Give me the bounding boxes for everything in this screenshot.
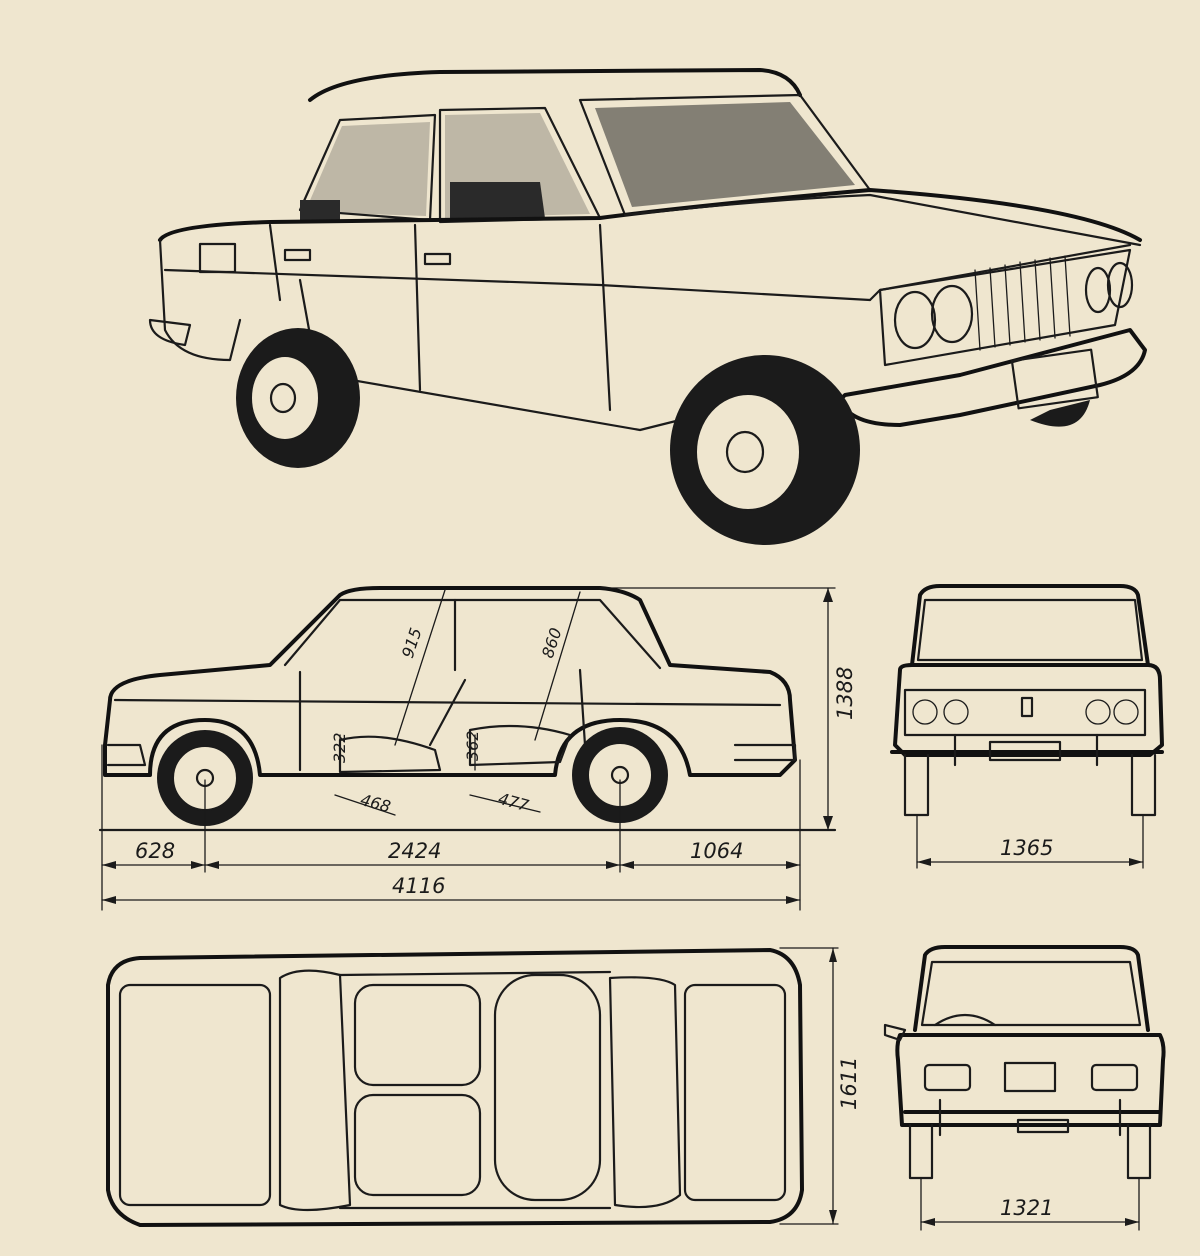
wheelbase-label: 2424 [388,839,441,863]
front-view: 1365 [890,584,1164,869]
front-wheel-perspective [670,355,860,545]
rear-track-label: 1321 [1000,1196,1053,1220]
rear-overhang-label: 1064 [690,839,743,863]
front-track-label: 1365 [1000,836,1053,860]
side-view: 915 860 322 362 468 477 1388 628 2424 [98,586,857,911]
front-seat-height-label: 322 [330,732,349,763]
front-headroom-arrow [394,589,446,746]
height-label: 1388 [833,667,857,720]
top-view: 1611 [106,947,861,1227]
rear-view: 1321 [883,945,1166,1231]
front-overhang-label: 628 [135,839,175,863]
rear-wheel-side [157,730,253,826]
overall-length-label: 4116 [392,874,445,898]
rear-wheel-perspective [236,328,360,468]
perspective-view [148,68,1147,545]
rear-seat-height-label: 362 [463,730,482,761]
rear-headroom-arrow [534,591,581,741]
overall-width-label: 1611 [837,1057,861,1110]
